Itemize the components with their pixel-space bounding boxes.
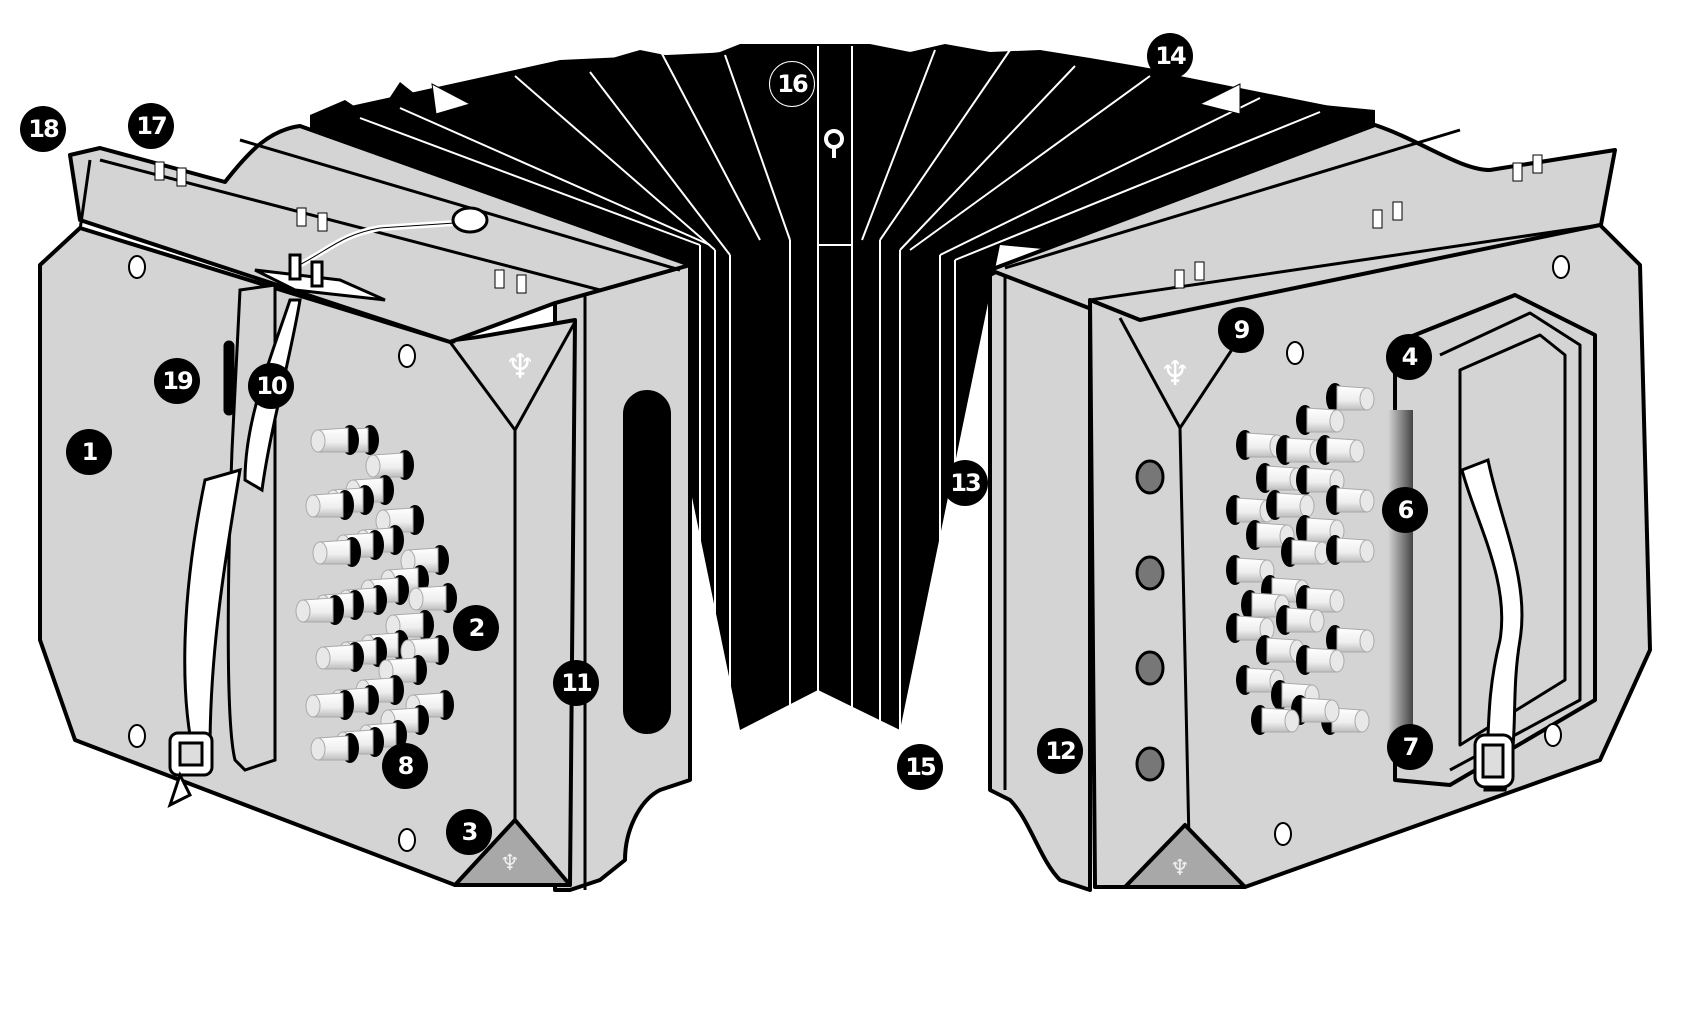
left-top-pins [154, 161, 527, 294]
callout-17: 17 [128, 103, 174, 149]
air-valve-slot [223, 340, 235, 416]
bellows-corner-left [431, 83, 472, 115]
strap-hook-icon [824, 129, 844, 158]
callout-4: 4 [1386, 334, 1432, 380]
right-screws [1274, 255, 1570, 846]
callout-13: 13 [942, 460, 988, 506]
callout-3: 3 [446, 809, 492, 855]
callout-18: 18 [20, 106, 66, 152]
lyre-emblem-bottom-icon: ♆ [500, 851, 520, 876]
callout-16: 16 [769, 61, 815, 107]
callout-12: 12 [1037, 728, 1083, 774]
callout-10: 10 [248, 363, 294, 409]
callout-19: 19 [154, 358, 200, 404]
bellows-corner-right [1198, 83, 1241, 115]
callout-8: 8 [382, 743, 428, 789]
callout-9: 9 [1218, 307, 1264, 353]
bellows [310, 44, 1375, 760]
lyre-emblem-right-icon: ♆ [1160, 354, 1190, 394]
callout-11: 11 [553, 660, 599, 706]
callout-1: 1 [66, 429, 112, 475]
left-box [38, 124, 692, 892]
right-hand-strap [1460, 457, 1524, 792]
callout-14: 14 [1147, 33, 1193, 79]
left-screws [128, 255, 416, 852]
lyre-emblem-right-bottom-icon: ♆ [1170, 856, 1190, 881]
callout-7: 7 [1387, 724, 1433, 770]
callout-6: 6 [1382, 487, 1428, 533]
right-box [988, 123, 1652, 892]
left-side-slot [623, 390, 671, 734]
air-buttons [1135, 459, 1165, 782]
lyre-emblem-icon: ♆ [505, 347, 535, 387]
right-top-pins [1174, 154, 1543, 289]
callout-15: 15 [897, 744, 943, 790]
callout-2: 2 [453, 605, 499, 651]
